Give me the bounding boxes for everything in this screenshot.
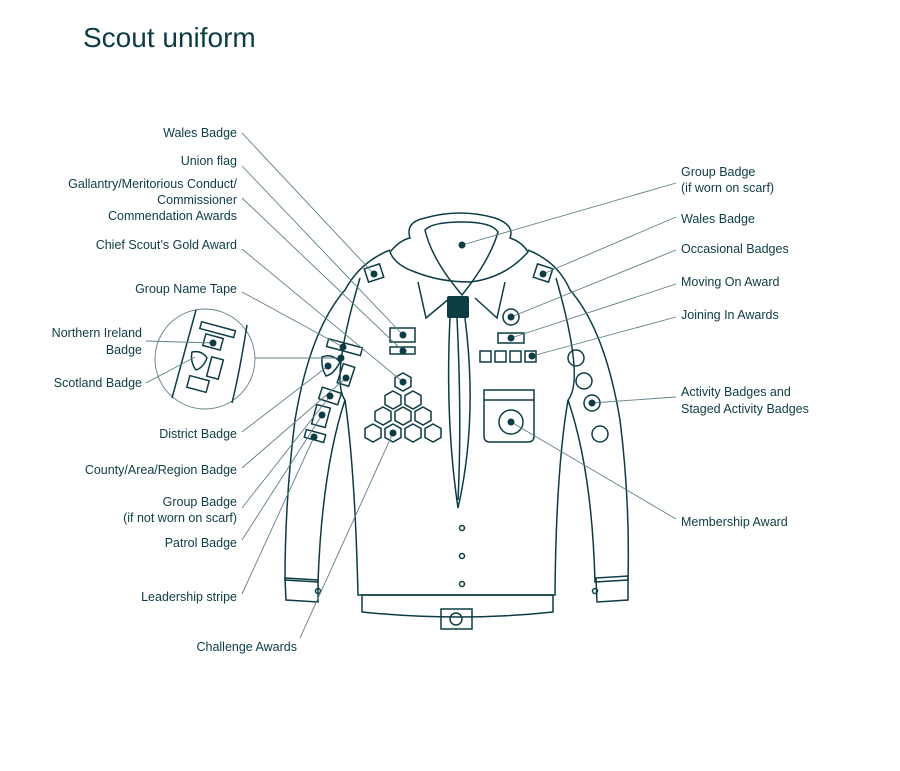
detail-inset xyxy=(154,308,256,410)
page-title: Scout uniform xyxy=(83,22,256,53)
label-county: County/Area/Region Badge xyxy=(85,463,237,477)
label-membership: Membership Award xyxy=(681,515,788,529)
activity-badges xyxy=(567,349,609,443)
label-union-flag: Union flag xyxy=(181,154,237,168)
shirt-collar-left xyxy=(417,281,451,320)
leader-lines xyxy=(145,132,677,639)
scarf-tail-right xyxy=(457,317,471,509)
label-patrol: Patrol Badge xyxy=(165,536,237,550)
cuff-button xyxy=(591,587,599,595)
moving-on-award xyxy=(497,332,525,344)
left-labels: Wales Badge Union flag Gallantry/Meritor… xyxy=(52,126,297,654)
right-sleeve-inner xyxy=(555,277,575,401)
label-gallantry: Gallantry/Meritorious Conduct/ xyxy=(68,177,237,191)
scarf-collar xyxy=(389,212,529,283)
label-group-badge: (if not worn on scarf) xyxy=(123,511,237,525)
label-northern-ireland: Northern Ireland xyxy=(52,326,142,340)
scarf-tail-left xyxy=(447,317,459,509)
right-cuff xyxy=(595,575,629,603)
belt-buckle xyxy=(440,608,473,630)
inset-detail xyxy=(171,309,248,404)
label-group-badge-scarf: (if worn on scarf) xyxy=(681,181,774,195)
joining-in-awards xyxy=(479,350,537,363)
left-cuff xyxy=(284,577,319,603)
label-occasional: Occasional Badges xyxy=(681,242,789,256)
label-moving-on: Moving On Award xyxy=(681,275,779,289)
label-group-badge: Group Badge xyxy=(163,495,237,509)
shirt-illustration xyxy=(154,212,630,630)
right-labels: Group Badge (if worn on scarf) Wales Bad… xyxy=(681,165,809,529)
challenge-awards-hexagons xyxy=(364,372,442,443)
label-leadership: Leadership stripe xyxy=(141,590,237,604)
fleur-de-lis-icon xyxy=(449,612,463,626)
belt xyxy=(361,594,554,618)
label-activity: Staged Activity Badges xyxy=(681,402,809,416)
wales-badge-right xyxy=(532,262,554,284)
label-scotland: Scotland Badge xyxy=(54,376,142,390)
gallantry-badge xyxy=(389,327,416,343)
woggle xyxy=(447,296,469,318)
label-group-name-tape: Group Name Tape xyxy=(135,282,237,296)
shirt-button xyxy=(458,524,466,532)
label-group-badge-scarf: Group Badge xyxy=(681,165,755,179)
label-wales-badge-right: Wales Badge xyxy=(681,212,755,226)
cuff-button xyxy=(314,587,322,595)
shirt-button xyxy=(458,552,466,560)
scarf-tail-mid xyxy=(456,317,461,501)
shirt-button xyxy=(458,580,466,588)
scarf-inner xyxy=(424,221,499,297)
label-gallantry: Commendation Awards xyxy=(108,209,237,223)
label-challenge: Challenge Awards xyxy=(196,640,297,654)
membership-award xyxy=(498,409,524,435)
label-activity: Activity Badges and xyxy=(681,385,791,399)
shirt-collar-right xyxy=(474,281,506,320)
label-chief-scout: Chief Scout’s Gold Award xyxy=(96,238,237,252)
label-joining-in: Joining In Awards xyxy=(681,308,779,322)
left-sleeve-badges xyxy=(303,337,364,444)
badge-markers xyxy=(209,241,596,441)
label-district: District Badge xyxy=(159,427,237,441)
label-wales-badge: Wales Badge xyxy=(163,126,237,140)
pocket xyxy=(483,389,535,443)
occasional-badge xyxy=(502,308,520,326)
label-northern-ireland: Badge xyxy=(106,343,142,357)
label-gallantry: Commissioner xyxy=(157,193,237,207)
wales-badge-left xyxy=(363,262,385,284)
